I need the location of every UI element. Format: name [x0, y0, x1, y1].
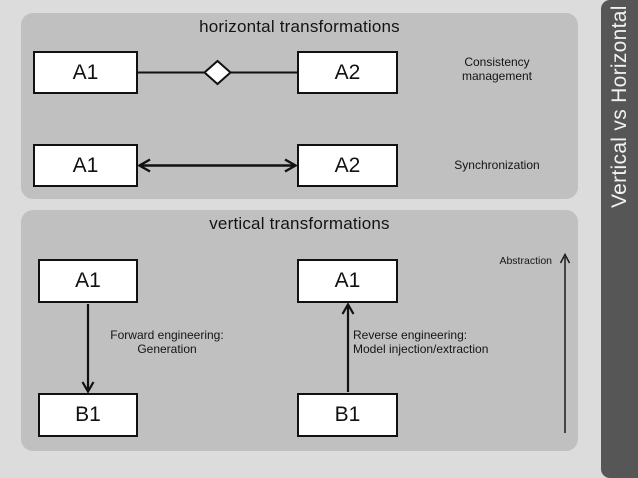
diamond-connector: [138, 59, 297, 86]
vertical-panel-title: vertical transformations: [209, 214, 390, 233]
double-arrow-connector: [137, 158, 298, 173]
box-a1-consistency: A1: [33, 51, 138, 94]
reverse-engineering-label: Reverse engineering: Model injection/ext…: [353, 328, 489, 357]
section-sidebar-title: Vertical vs Horizontal: [608, 5, 631, 208]
box-b1-forward: B1: [38, 393, 138, 437]
section-sidebar: [601, 0, 638, 478]
forward-engineering-label: Forward engineering: Generation: [110, 328, 224, 357]
abstraction-label: Abstraction: [499, 255, 552, 267]
horizontal-panel-title: horizontal transformations: [199, 17, 400, 36]
box-a1-synchronization: A1: [33, 144, 138, 187]
consistency-management-label: Consistency management: [461, 55, 533, 84]
box-b1-reverse: B1: [297, 393, 398, 437]
box-a2-consistency: A2: [297, 51, 398, 94]
forward-down-arrow: [81, 304, 95, 394]
synchronization-label: Synchronization: [454, 158, 540, 172]
box-a2-synchronization: A2: [297, 144, 398, 187]
box-a1-reverse: A1: [297, 259, 398, 303]
reverse-up-arrow: [341, 302, 355, 392]
box-a1-forward: A1: [38, 259, 138, 303]
abstraction-up-arrow: [559, 252, 571, 433]
